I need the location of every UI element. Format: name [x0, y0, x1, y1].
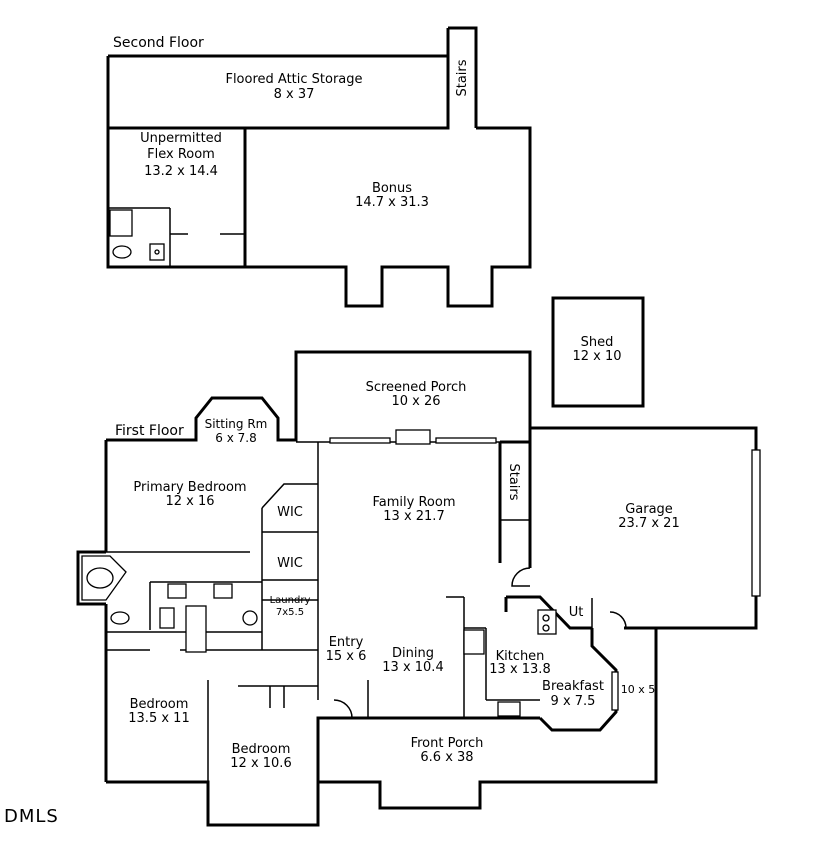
room-name-bonus: Bonus [372, 181, 412, 196]
room-name-garage: Garage [625, 502, 673, 517]
floor-label-second: Second Floor [113, 35, 204, 51]
room-dims-bedroom-2: 13.5 x 11 [128, 711, 189, 726]
second-floor-fixtures [109, 209, 165, 261]
room-name-primary-bedroom: Primary Bedroom [133, 480, 246, 495]
sliding-door-icon [329, 437, 391, 444]
shower-icon [109, 209, 133, 237]
room-name-stairs-lower: Stairs [506, 463, 521, 500]
shower-icon [185, 605, 207, 653]
room-name-kitchen: Kitchen [496, 649, 545, 664]
room-name-bay: 10 x 5 [621, 683, 656, 696]
room-name-wic-2: WIC [277, 556, 303, 571]
door-icon [511, 567, 531, 587]
room-dims-flex: 13.2 x 14.4 [144, 164, 218, 179]
room-name-bedroom-2: Bedroom [130, 697, 189, 712]
room-dims-breakfast: 9 x 7.5 [551, 694, 596, 709]
room-name-entry: Entry [329, 635, 364, 650]
sliding-door-icon [435, 437, 497, 444]
room-dims-kitchen: 13 x 13.8 [489, 662, 550, 677]
room-name-stairs-upper: Stairs [455, 59, 470, 96]
fridge-icon [463, 629, 485, 655]
floor-label-first: First Floor [115, 423, 184, 439]
room-dims-shed: 12 x 10 [572, 349, 621, 364]
first-floor-fixtures [81, 429, 761, 719]
door-icon [333, 699, 353, 719]
room-name-flex-line2: Flex Room [147, 147, 215, 162]
room-dims-bonus: 14.7 x 31.3 [355, 195, 429, 210]
bay-window-icon [611, 671, 619, 711]
sink-icon [167, 583, 187, 599]
room-name-utility: Ut [569, 605, 584, 620]
second-floor-walls [106, 26, 532, 308]
shed-outline [551, 296, 645, 408]
door-icon [609, 611, 627, 629]
room-name-sitting: Sitting Rm [205, 417, 268, 431]
toilet-icon [110, 611, 130, 625]
room-name-front-porch: Front Porch [411, 736, 484, 751]
first-floor-walls [76, 350, 758, 827]
room-dims-attic: 8 x 37 [274, 87, 315, 102]
room-name-attic: Floored Attic Storage [225, 72, 362, 87]
washer-icon [242, 610, 258, 626]
room-name-breakfast: Breakfast [542, 679, 604, 694]
room-name-shed: Shed [581, 335, 614, 350]
room-dims-screened-porch: 10 x 26 [391, 394, 440, 409]
room-name-bedroom-3: Bedroom [232, 742, 291, 757]
sliding-door-icon [395, 429, 431, 445]
labels: Second Floor First Floor Floored Attic S… [4, 35, 680, 827]
room-name-family-room: Family Room [373, 495, 456, 510]
toilet-icon [112, 245, 132, 259]
room-dims-garage: 23.7 x 21 [618, 516, 679, 531]
sink-icon [213, 583, 233, 599]
room-dims-dining: 13 x 10.4 [382, 660, 443, 675]
room-name-screened-porch: Screened Porch [366, 380, 467, 395]
room-name-wic-1: WIC [277, 505, 303, 520]
room-dims-laundry: 7x5.5 [276, 607, 304, 618]
room-dims-front-porch: 6.6 x 38 [420, 750, 473, 765]
room-name-laundry: Laundry [270, 595, 311, 606]
dmls-logo: DMLS [4, 806, 59, 827]
room-dims-family-room: 13 x 21.7 [383, 509, 444, 524]
garage-door-icon [751, 449, 761, 597]
room-name-flex-line1: Unpermitted [140, 131, 222, 146]
room-dims-sitting: 6 x 7.8 [215, 431, 256, 445]
room-dims-primary-bedroom: 12 x 16 [165, 494, 214, 509]
sink-icon [497, 701, 521, 717]
room-dims-bedroom-3: 12 x 10.6 [230, 756, 291, 771]
room-dims-entry: 15 x 6 [326, 649, 367, 664]
room-name-dining: Dining [392, 646, 434, 661]
